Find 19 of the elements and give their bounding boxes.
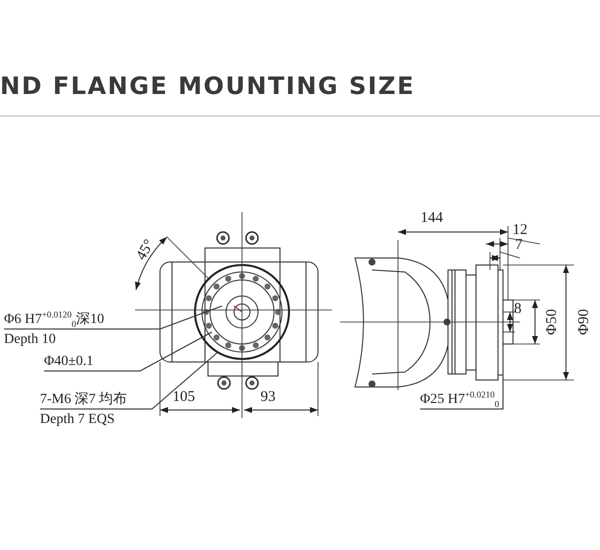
callout-text: Φ6 H7$^{+0.0120}$$_{0}$深10 <box>4 312 104 328</box>
leader-line <box>420 344 504 410</box>
leader-line <box>4 306 222 330</box>
dimension-text: 8 <box>514 301 522 317</box>
callout-text: 7-M6 深7 均布 <box>40 392 128 408</box>
dimension-text: 45° <box>132 236 158 264</box>
dimension-text: 7 <box>515 237 522 253</box>
dimension-text: Φ50 <box>544 309 560 335</box>
section-title: ND FLANGE MOUNTING SIZE <box>0 72 415 100</box>
dimension-text: 12 <box>512 222 528 238</box>
callout-text: Depth 7 EQS <box>40 412 116 428</box>
leader-line <box>40 352 218 410</box>
callout-text: Φ40±0.1 <box>44 354 94 370</box>
dimension-text: 144 <box>420 210 443 226</box>
dimension-text: Φ90 <box>576 309 592 335</box>
dimension-text: 93 <box>260 389 276 405</box>
callout-text: Depth 10 <box>4 332 57 348</box>
leader-line <box>44 332 212 372</box>
dimension-text: 105 <box>172 389 195 405</box>
